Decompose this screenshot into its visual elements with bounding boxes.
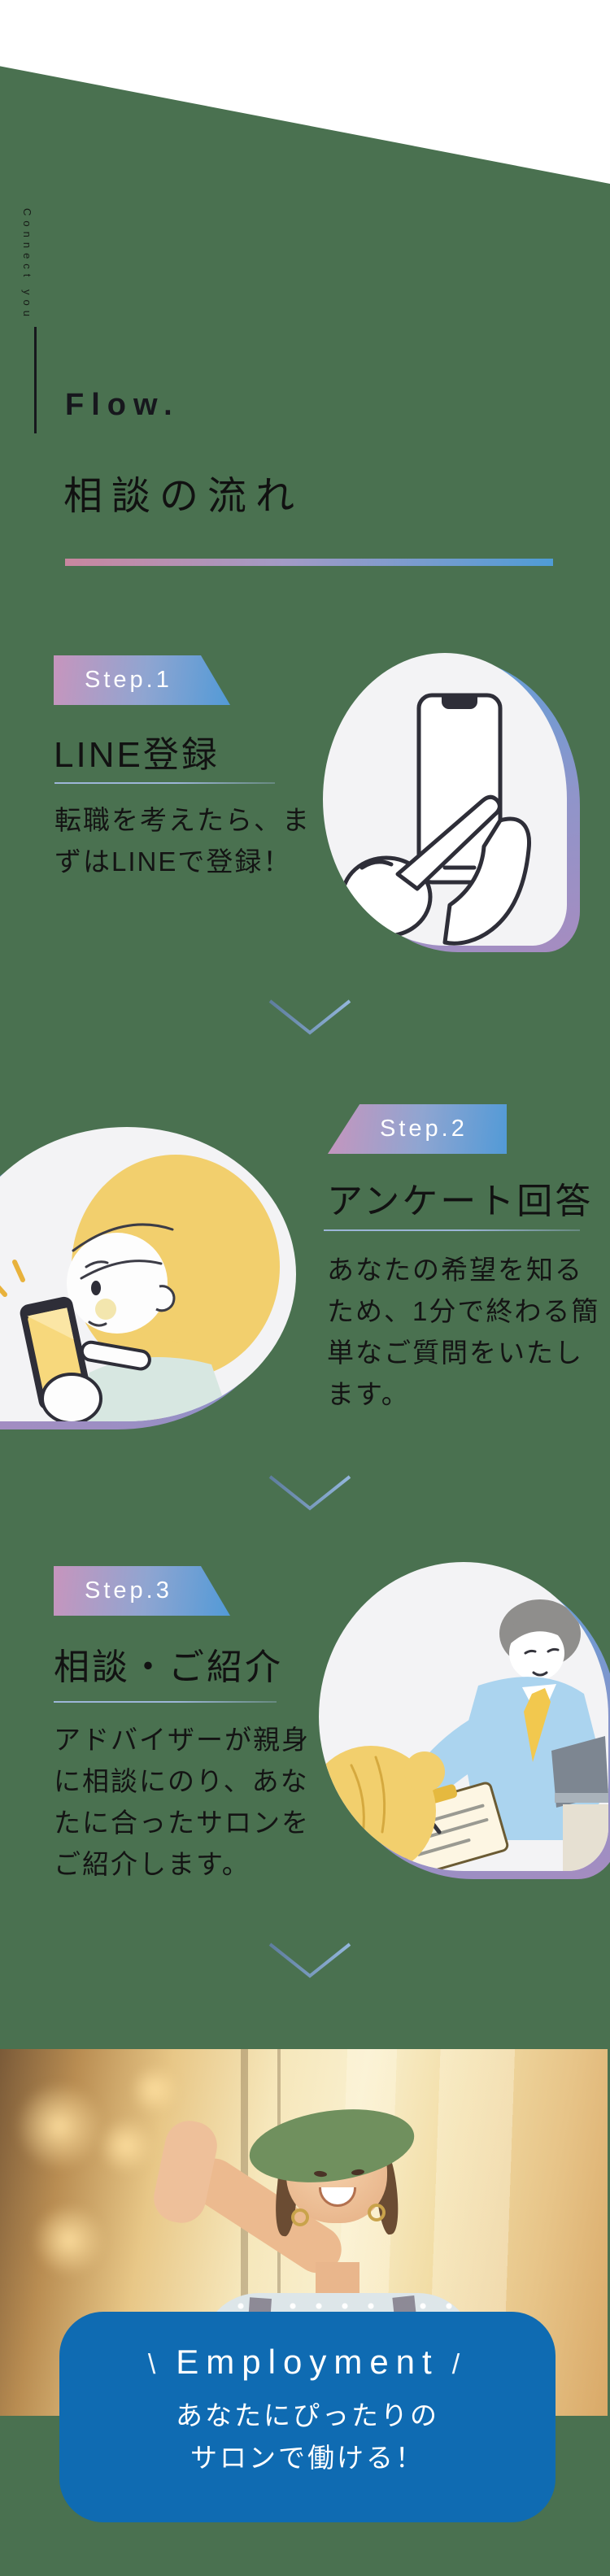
step2-body-line: あなたの希望を知る: [327, 1255, 583, 1285]
employment-description-line: サロンで働ける！: [190, 2443, 425, 2473]
step3-body-line: に相談にのり、あな: [54, 1766, 309, 1796]
step2-body-line: ます。: [327, 1379, 410, 1409]
step3-body: アドバイザーが親身 に相談にのり、あな たに合ったサロンを ご紹介します。: [54, 1719, 310, 1885]
advisor-consultation-illustration: [319, 1562, 608, 1871]
hoop-earring: [291, 2208, 309, 2226]
photo-bokeh: [33, 2204, 106, 2277]
vertical-connect-you-label: Connect you: [21, 208, 33, 321]
page-title: 相談の流れ: [63, 475, 304, 518]
step1-badge: Step.1: [54, 655, 230, 705]
photo-bokeh: [15, 2082, 104, 2171]
step1-body: 転職を考えたら、ま ずはLINEで登録！: [54, 799, 311, 882]
employment-result-card: \ Employment / あなたにぴったりの サロンで働ける！: [59, 2312, 556, 2522]
step3-body-line: たに合ったサロンを: [54, 1808, 310, 1838]
chevron-down-icon: [268, 1474, 352, 1512]
step3-title: 相談・ご紹介: [54, 1647, 283, 1687]
hand-tapping-smartphone-illustration: [323, 653, 567, 946]
chevron-down-icon: [268, 999, 352, 1036]
step3-body-line: アドバイザーが親身: [54, 1725, 310, 1755]
step3-divider: [54, 1701, 277, 1703]
photo-door-frame: [241, 2049, 248, 2416]
step2-body-line: ため、1分で終わる簡: [327, 1296, 600, 1326]
step2-body: あなたの希望を知る ため、1分で終わる簡 単なご質問をいたし ます。: [327, 1249, 599, 1415]
step2-body-line: 単なご質問をいたし: [327, 1338, 583, 1368]
employment-heading: \ Employment /: [59, 2343, 556, 2382]
step3-body-line: ご紹介します。: [54, 1849, 251, 1879]
step3-badge: Step.3: [54, 1566, 230, 1616]
title-gradient-underline: [65, 559, 553, 566]
flow-heading-rule: [34, 327, 37, 433]
step1-illustration-blob: [323, 653, 580, 952]
step1-body-line: ずはLINEで登録！: [54, 846, 292, 877]
slash-decor: /: [451, 2349, 468, 2380]
step1-body-line: 転職を考えたら、ま: [54, 805, 311, 835]
chevron-down-icon: [268, 1942, 352, 1979]
top-white-wedge: [0, 0, 610, 184]
woman-checking-phone-illustration: [0, 1127, 296, 1421]
step1-title: LINE登録: [54, 735, 220, 775]
step2-title: アンケート回答: [327, 1181, 594, 1221]
employment-description: あなたにぴったりの サロンで働ける！: [59, 2395, 556, 2479]
photo-bokeh: [130, 2065, 179, 2114]
step2-illustration-blob: [0, 1127, 296, 1429]
backslash-decor: \: [147, 2349, 163, 2380]
employment-description-line: あなたにぴったりの: [176, 2400, 439, 2430]
hoop-earring: [368, 2204, 386, 2221]
step2-badge: Step.2: [328, 1104, 507, 1154]
step3-illustration-blob: [319, 1562, 610, 1879]
step2-divider: [324, 1229, 580, 1231]
employment-label: Employment: [176, 2343, 439, 2381]
photo-bokeh: [98, 2117, 155, 2174]
flow-eyebrow: Flow.: [65, 388, 180, 422]
step1-divider: [54, 782, 275, 784]
